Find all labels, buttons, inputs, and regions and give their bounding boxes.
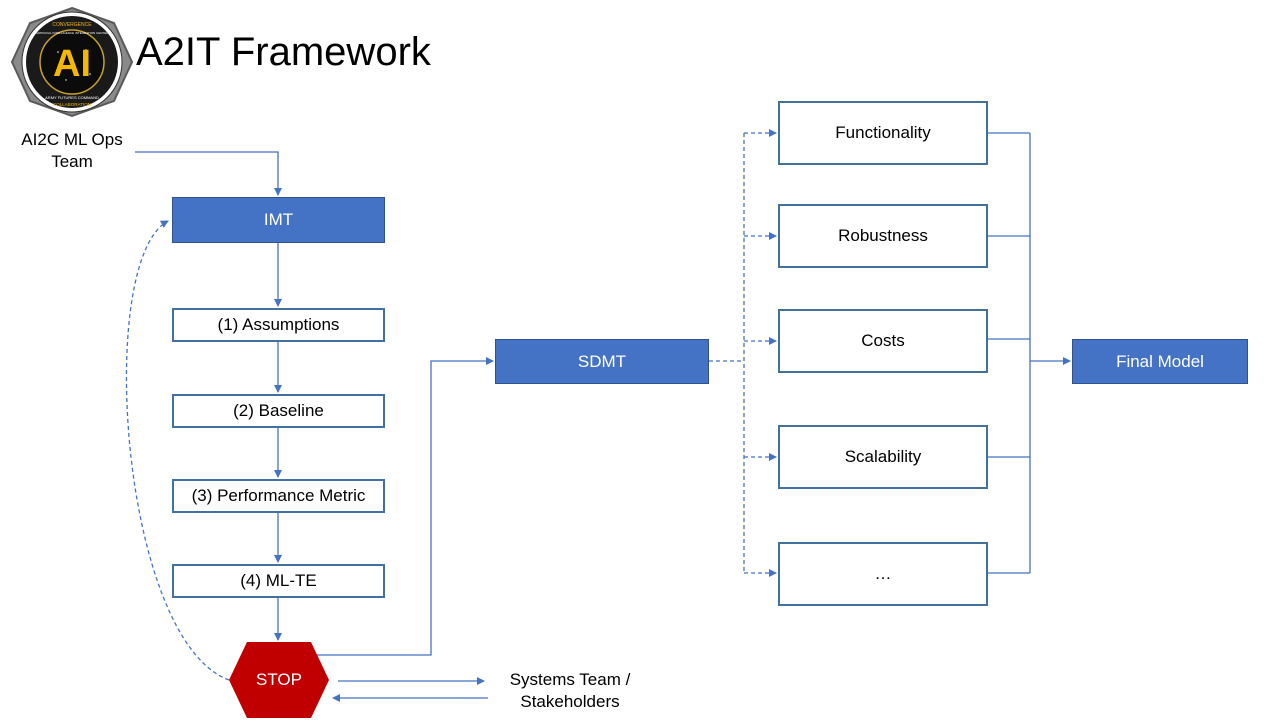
logo-lower-text: ARMY FUTURES COMMAND bbox=[45, 95, 99, 100]
criterion-ellipsis-box: … bbox=[778, 542, 988, 606]
logo-top-text: CONVERGENCE bbox=[52, 22, 92, 28]
criterion-costs-box: Costs bbox=[778, 309, 988, 373]
step-performance-metric-box: (3) Performance Metric bbox=[172, 479, 385, 513]
imt-box: IMT bbox=[172, 197, 385, 243]
criterion-functionality-box: Functionality bbox=[778, 101, 988, 165]
sdmt-box: SDMT bbox=[495, 339, 709, 384]
logo-upper-text: ARTIFICIAL INTELLIGENCE INTEGRATION CENT… bbox=[36, 31, 110, 35]
step-assumptions-box: (1) Assumptions bbox=[172, 308, 385, 342]
feedback-loop-connector bbox=[125, 220, 230, 681]
stop-to-sdmt-connector bbox=[316, 357, 494, 656]
team-label: AI2C ML Ops Team bbox=[21, 130, 123, 171]
final-model-box: Final Model bbox=[1072, 339, 1248, 384]
step-baseline-box: (2) Baseline bbox=[172, 394, 385, 428]
systems-team-label: Systems Team / Stakeholders bbox=[509, 670, 631, 711]
criterion-robustness-box: Robustness bbox=[778, 204, 988, 268]
stop-sign: STOP bbox=[229, 642, 329, 718]
step-ml-te-box: (4) ML-TE bbox=[172, 564, 385, 598]
page-title: A2IT Framework bbox=[136, 30, 431, 74]
criterion-scalability-box: Scalability bbox=[778, 425, 988, 489]
ai2c-logo: AI CONVERGENCE ARTIFICIAL INTELLIGENCE I… bbox=[10, 6, 134, 118]
logo-bottom-text: COLLABORATION bbox=[53, 102, 91, 107]
logo-center-text: AI bbox=[53, 43, 91, 85]
team-to-imt-connector bbox=[135, 151, 282, 196]
